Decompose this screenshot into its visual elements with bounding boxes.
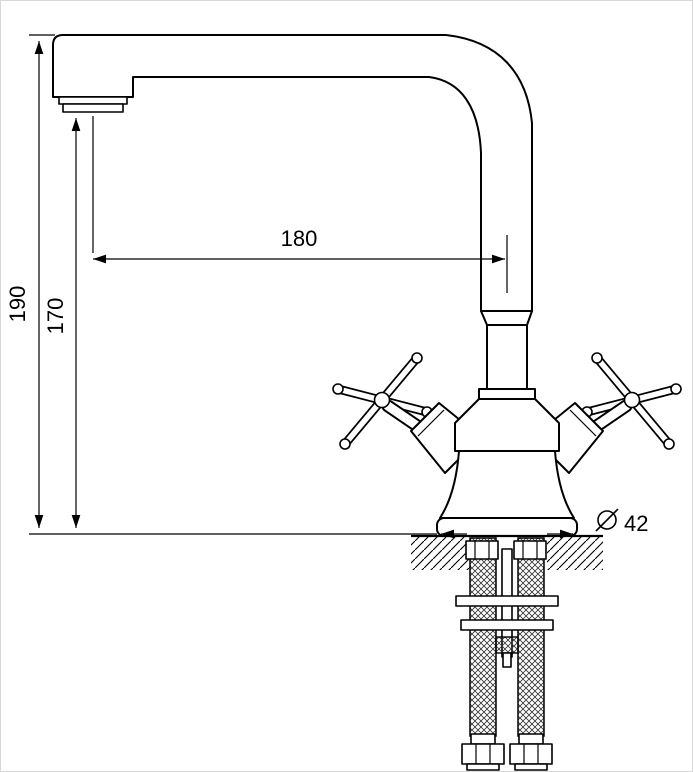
stud-tip: [502, 652, 512, 668]
right-hose-hex-nut: [509, 743, 553, 765]
right-handle-hub-icon: [623, 391, 641, 409]
left-braided-hose: [469, 537, 497, 737]
supply-hoses: [465, 537, 547, 737]
dimension-spout-reach: 180: [92, 116, 508, 293]
riser-taper: [480, 310, 533, 326]
aerator-tip-icon: [62, 103, 124, 113]
left-cross-handle: [332, 352, 436, 450]
diameter-icon: [595, 508, 619, 532]
left-hose-hex-nut: [461, 743, 505, 765]
mounting-hardware: [455, 548, 559, 668]
mounting-washer: [455, 595, 559, 607]
base-skirt: [439, 450, 575, 519]
spout-height-label: 170: [43, 298, 68, 335]
countertop-hatch-right: [547, 537, 603, 570]
riser-neck: [486, 324, 528, 390]
aerator-icon: [58, 96, 128, 105]
valve-body: [436, 388, 578, 537]
spout-reach-label: 180: [281, 226, 318, 251]
spout: [52, 34, 533, 390]
mounting-plate: [460, 619, 554, 631]
dimension-base-diameter: 42: [441, 508, 648, 539]
hose-end-fittings: [461, 733, 553, 771]
base-flange: [436, 517, 578, 537]
dimension-spout-height: 170: [43, 118, 81, 528]
stud-nut: [495, 636, 519, 654]
total-height-label: 190: [5, 286, 30, 323]
base-diameter-label: 42: [624, 511, 648, 536]
dimension-total-height: 190: [5, 34, 437, 535]
left-hose-nut: [465, 540, 499, 560]
right-braided-hose: [517, 537, 545, 737]
countertop-hatch-left: [411, 537, 471, 570]
left-handle-hub-icon: [373, 391, 391, 409]
right-hose-nut: [513, 540, 547, 560]
